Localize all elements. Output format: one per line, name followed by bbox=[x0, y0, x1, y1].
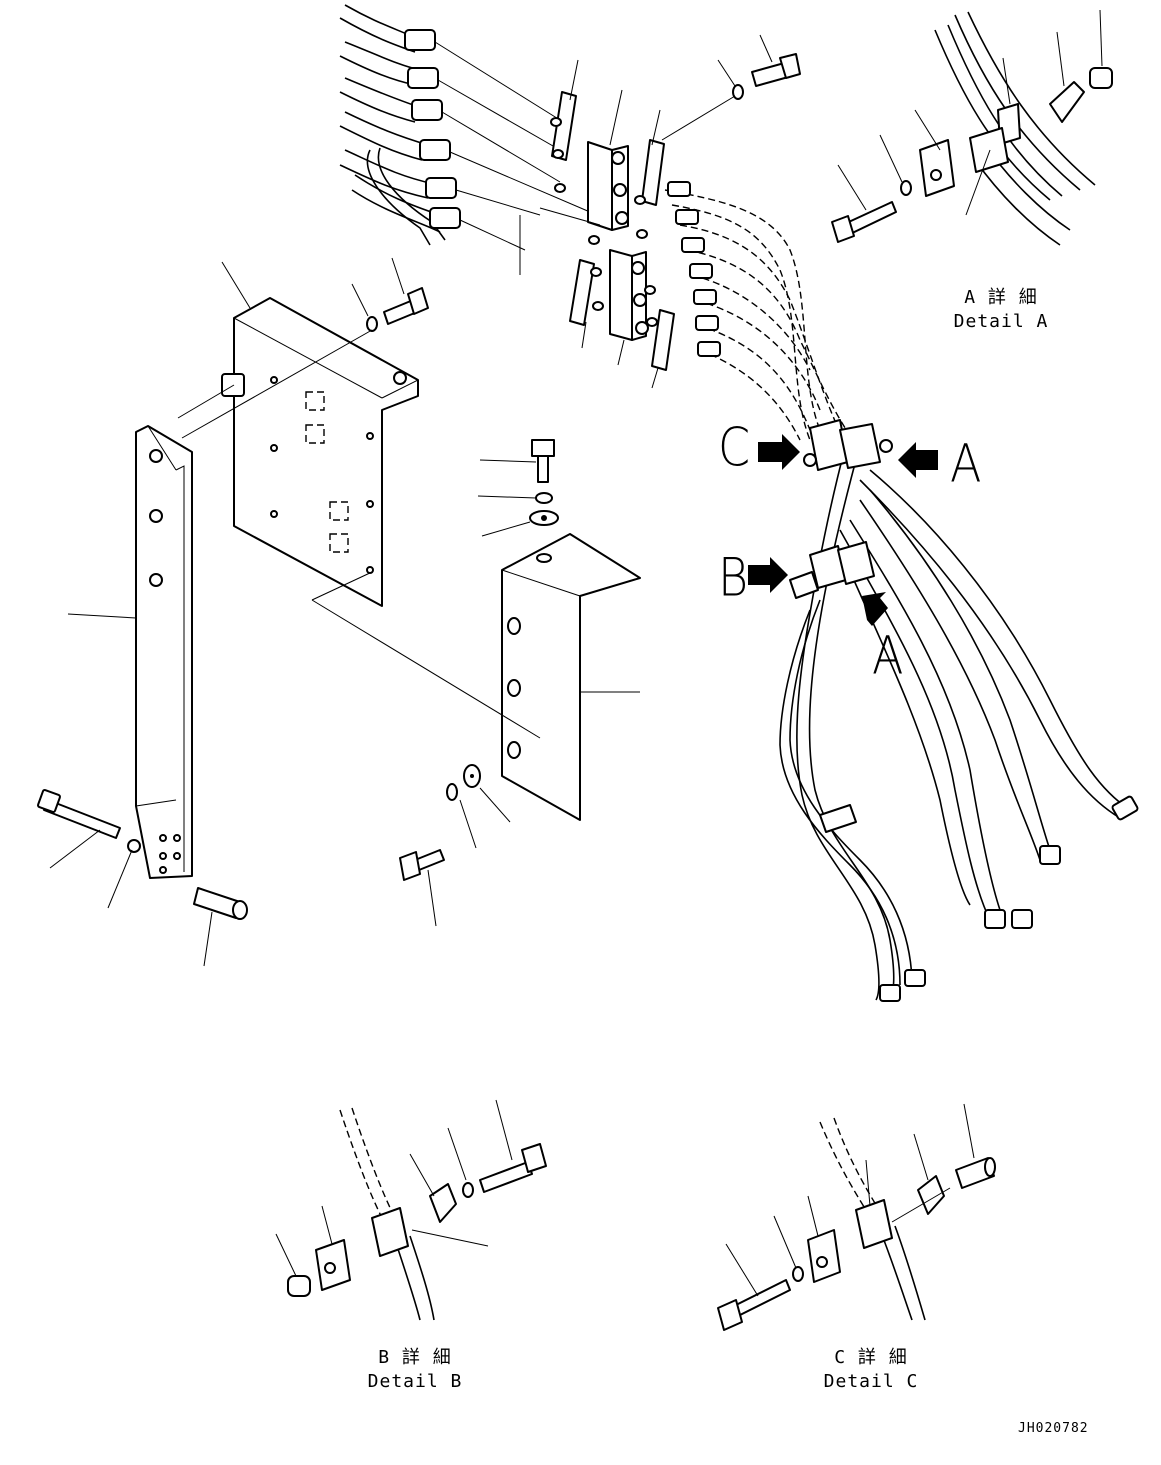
right-hose-bundle bbox=[664, 181, 1139, 1002]
bolt-plate bbox=[177, 257, 429, 439]
arrow-a-upper bbox=[898, 442, 938, 478]
upper-hose-bundle bbox=[339, 4, 591, 251]
detail-b-caption: B 詳 細 Detail B bbox=[360, 1346, 470, 1394]
bolt-vertical bbox=[477, 439, 559, 537]
callout-a-upper: A bbox=[950, 431, 982, 495]
detail-a-caption-jp: A 詳 細 bbox=[964, 287, 1038, 308]
vertical-bracket bbox=[67, 425, 193, 879]
detail-a-caption-en: Detail A bbox=[953, 311, 1049, 332]
detail-c-caption-jp: C 詳 細 bbox=[834, 1347, 908, 1368]
bolt-long-left bbox=[37, 789, 141, 909]
detail-c-caption: C 詳 細 Detail C bbox=[816, 1346, 926, 1394]
bolt-top-center bbox=[661, 34, 801, 141]
arrow-c bbox=[758, 434, 800, 470]
mounting-plate bbox=[221, 261, 419, 607]
callout-a-lower: A bbox=[872, 623, 904, 687]
detail-c-caption-en: Detail C bbox=[823, 1371, 919, 1392]
callout-c: C bbox=[718, 415, 751, 479]
hose-clamp-assembly bbox=[519, 59, 675, 389]
detail-b-drawing bbox=[275, 1099, 547, 1321]
detail-a-drawing bbox=[831, 9, 1113, 246]
arrow-a-lower bbox=[862, 592, 888, 626]
detail-a-caption: A 詳 細 Detail A bbox=[946, 286, 1056, 334]
detail-b-caption-jp: B 詳 細 bbox=[378, 1347, 452, 1368]
arrow-b bbox=[748, 557, 788, 593]
bolt-lower-center bbox=[399, 764, 511, 927]
detail-c-drawing bbox=[717, 1103, 996, 1331]
drawing-id: JH020782 bbox=[1018, 1421, 1089, 1436]
detail-b-caption-en: Detail B bbox=[367, 1371, 463, 1392]
spacer-pipe bbox=[193, 887, 248, 967]
callout-b: B bbox=[718, 545, 749, 609]
l-bracket bbox=[311, 533, 641, 821]
